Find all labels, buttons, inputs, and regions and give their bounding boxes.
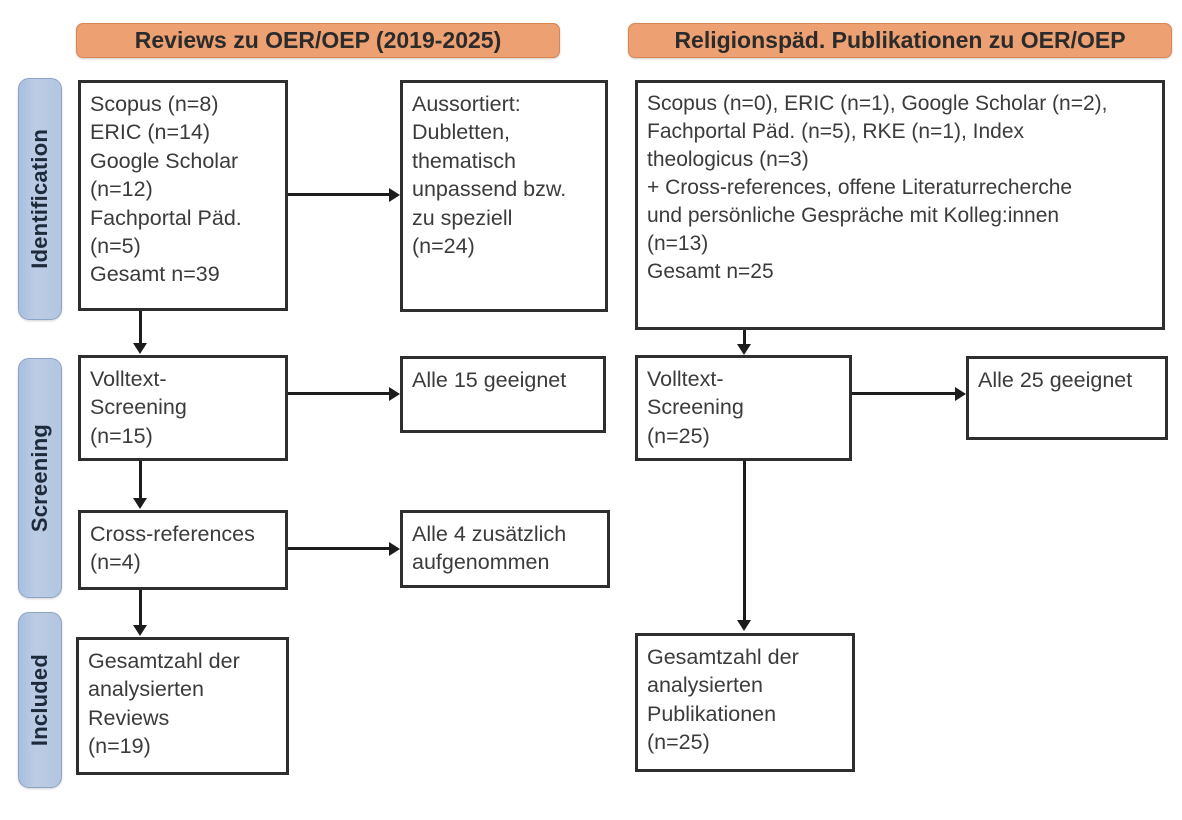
box-religionspaed-screening-result-text: Alle 25 geeignet bbox=[978, 368, 1133, 392]
connector-religionspaed-screening-to-included bbox=[743, 461, 746, 621]
connector-reviews-sources-to-excluded bbox=[288, 193, 390, 196]
box-religionspaed-fulltext-screening-text: Volltext- Screening (n=25) bbox=[647, 367, 744, 448]
column-header-religionspaed: Religionspäd. Publikationen zu OER/OEP bbox=[628, 23, 1172, 58]
box-reviews-identification-sources-text: Scopus (n=8) ERIC (n=14) Google Scholar … bbox=[90, 92, 242, 287]
box-religionspaed-screening-result: Alle 25 geeignet bbox=[966, 356, 1168, 440]
connector-reviews-crossrefs-to-included bbox=[139, 590, 142, 626]
box-reviews-cross-references-text: Cross-references (n=4) bbox=[90, 522, 255, 575]
arrowhead-reviews-sources-to-screening bbox=[133, 343, 147, 354]
box-religionspaed-identification-sources-text: Scopus (n=0), ERIC (n=1), Google Scholar… bbox=[647, 92, 1108, 283]
connector-religionspaed-screening-to-result bbox=[852, 392, 956, 395]
connector-reviews-crossrefs-to-result bbox=[288, 547, 390, 550]
stage-pill-screening: Screening bbox=[18, 358, 62, 598]
box-religionspaed-fulltext-screening: Volltext- Screening (n=25) bbox=[635, 355, 852, 461]
connector-reviews-screening-to-result bbox=[288, 392, 390, 395]
arrowhead-reviews-screening-to-crossrefs bbox=[133, 498, 147, 509]
stage-label-screening: Screening bbox=[27, 423, 52, 533]
column-header-religionspaed-label: Religionspäd. Publikationen zu OER/OEP bbox=[674, 27, 1126, 53]
column-header-reviews-label: Reviews zu OER/OEP (2019-2025) bbox=[134, 27, 502, 53]
box-religionspaed-included-total-text: Gesamtzahl der analysierten Publikatione… bbox=[647, 645, 799, 755]
arrowhead-religionspaed-sources-to-screening bbox=[737, 344, 751, 355]
box-reviews-screening-result-text: Alle 15 geeignet bbox=[412, 368, 567, 392]
arrowhead-reviews-sources-to-excluded bbox=[389, 188, 400, 202]
arrowhead-religionspaed-screening-to-result bbox=[955, 387, 966, 401]
box-religionspaed-identification-sources: Scopus (n=0), ERIC (n=1), Google Scholar… bbox=[635, 80, 1165, 330]
connector-religionspaed-sources-to-screening bbox=[743, 330, 746, 347]
stage-label-identification: Identification bbox=[27, 129, 52, 269]
connector-reviews-sources-to-screening bbox=[139, 311, 142, 344]
box-reviews-included-total: Gesamtzahl der analysierten Reviews (n=1… bbox=[76, 637, 289, 775]
connector-reviews-screening-to-crossrefs bbox=[139, 461, 142, 499]
stage-pill-included: Included bbox=[18, 612, 62, 788]
column-header-reviews: Reviews zu OER/OEP (2019-2025) bbox=[76, 23, 560, 58]
arrowhead-reviews-crossrefs-to-included bbox=[133, 625, 147, 636]
arrowhead-reviews-crossrefs-to-result bbox=[389, 542, 400, 556]
box-reviews-fulltext-screening: Volltext- Screening (n=15) bbox=[78, 355, 288, 461]
box-reviews-excluded: Aussortiert: Dubletten, thematisch unpas… bbox=[400, 80, 608, 312]
box-reviews-cross-references-result: Alle 4 zusätzlich aufgenommen bbox=[400, 510, 610, 588]
box-reviews-cross-references-result-text: Alle 4 zusätzlich aufgenommen bbox=[412, 522, 567, 575]
box-reviews-identification-sources: Scopus (n=8) ERIC (n=14) Google Scholar … bbox=[78, 80, 288, 311]
box-reviews-screening-result: Alle 15 geeignet bbox=[400, 356, 606, 433]
arrowhead-reviews-screening-to-result bbox=[389, 387, 400, 401]
box-reviews-excluded-text: Aussortiert: Dubletten, thematisch unpas… bbox=[412, 92, 567, 258]
box-reviews-cross-references: Cross-references (n=4) bbox=[78, 510, 288, 590]
stage-pill-identification: Identification bbox=[18, 78, 62, 320]
stage-label-included: Included bbox=[27, 653, 52, 747]
box-religionspaed-included-total: Gesamtzahl der analysierten Publikatione… bbox=[635, 633, 855, 772]
box-reviews-fulltext-screening-text: Volltext- Screening (n=15) bbox=[90, 367, 187, 448]
box-reviews-included-total-text: Gesamtzahl der analysierten Reviews (n=1… bbox=[88, 649, 240, 759]
arrowhead-religionspaed-screening-to-included bbox=[737, 620, 751, 631]
